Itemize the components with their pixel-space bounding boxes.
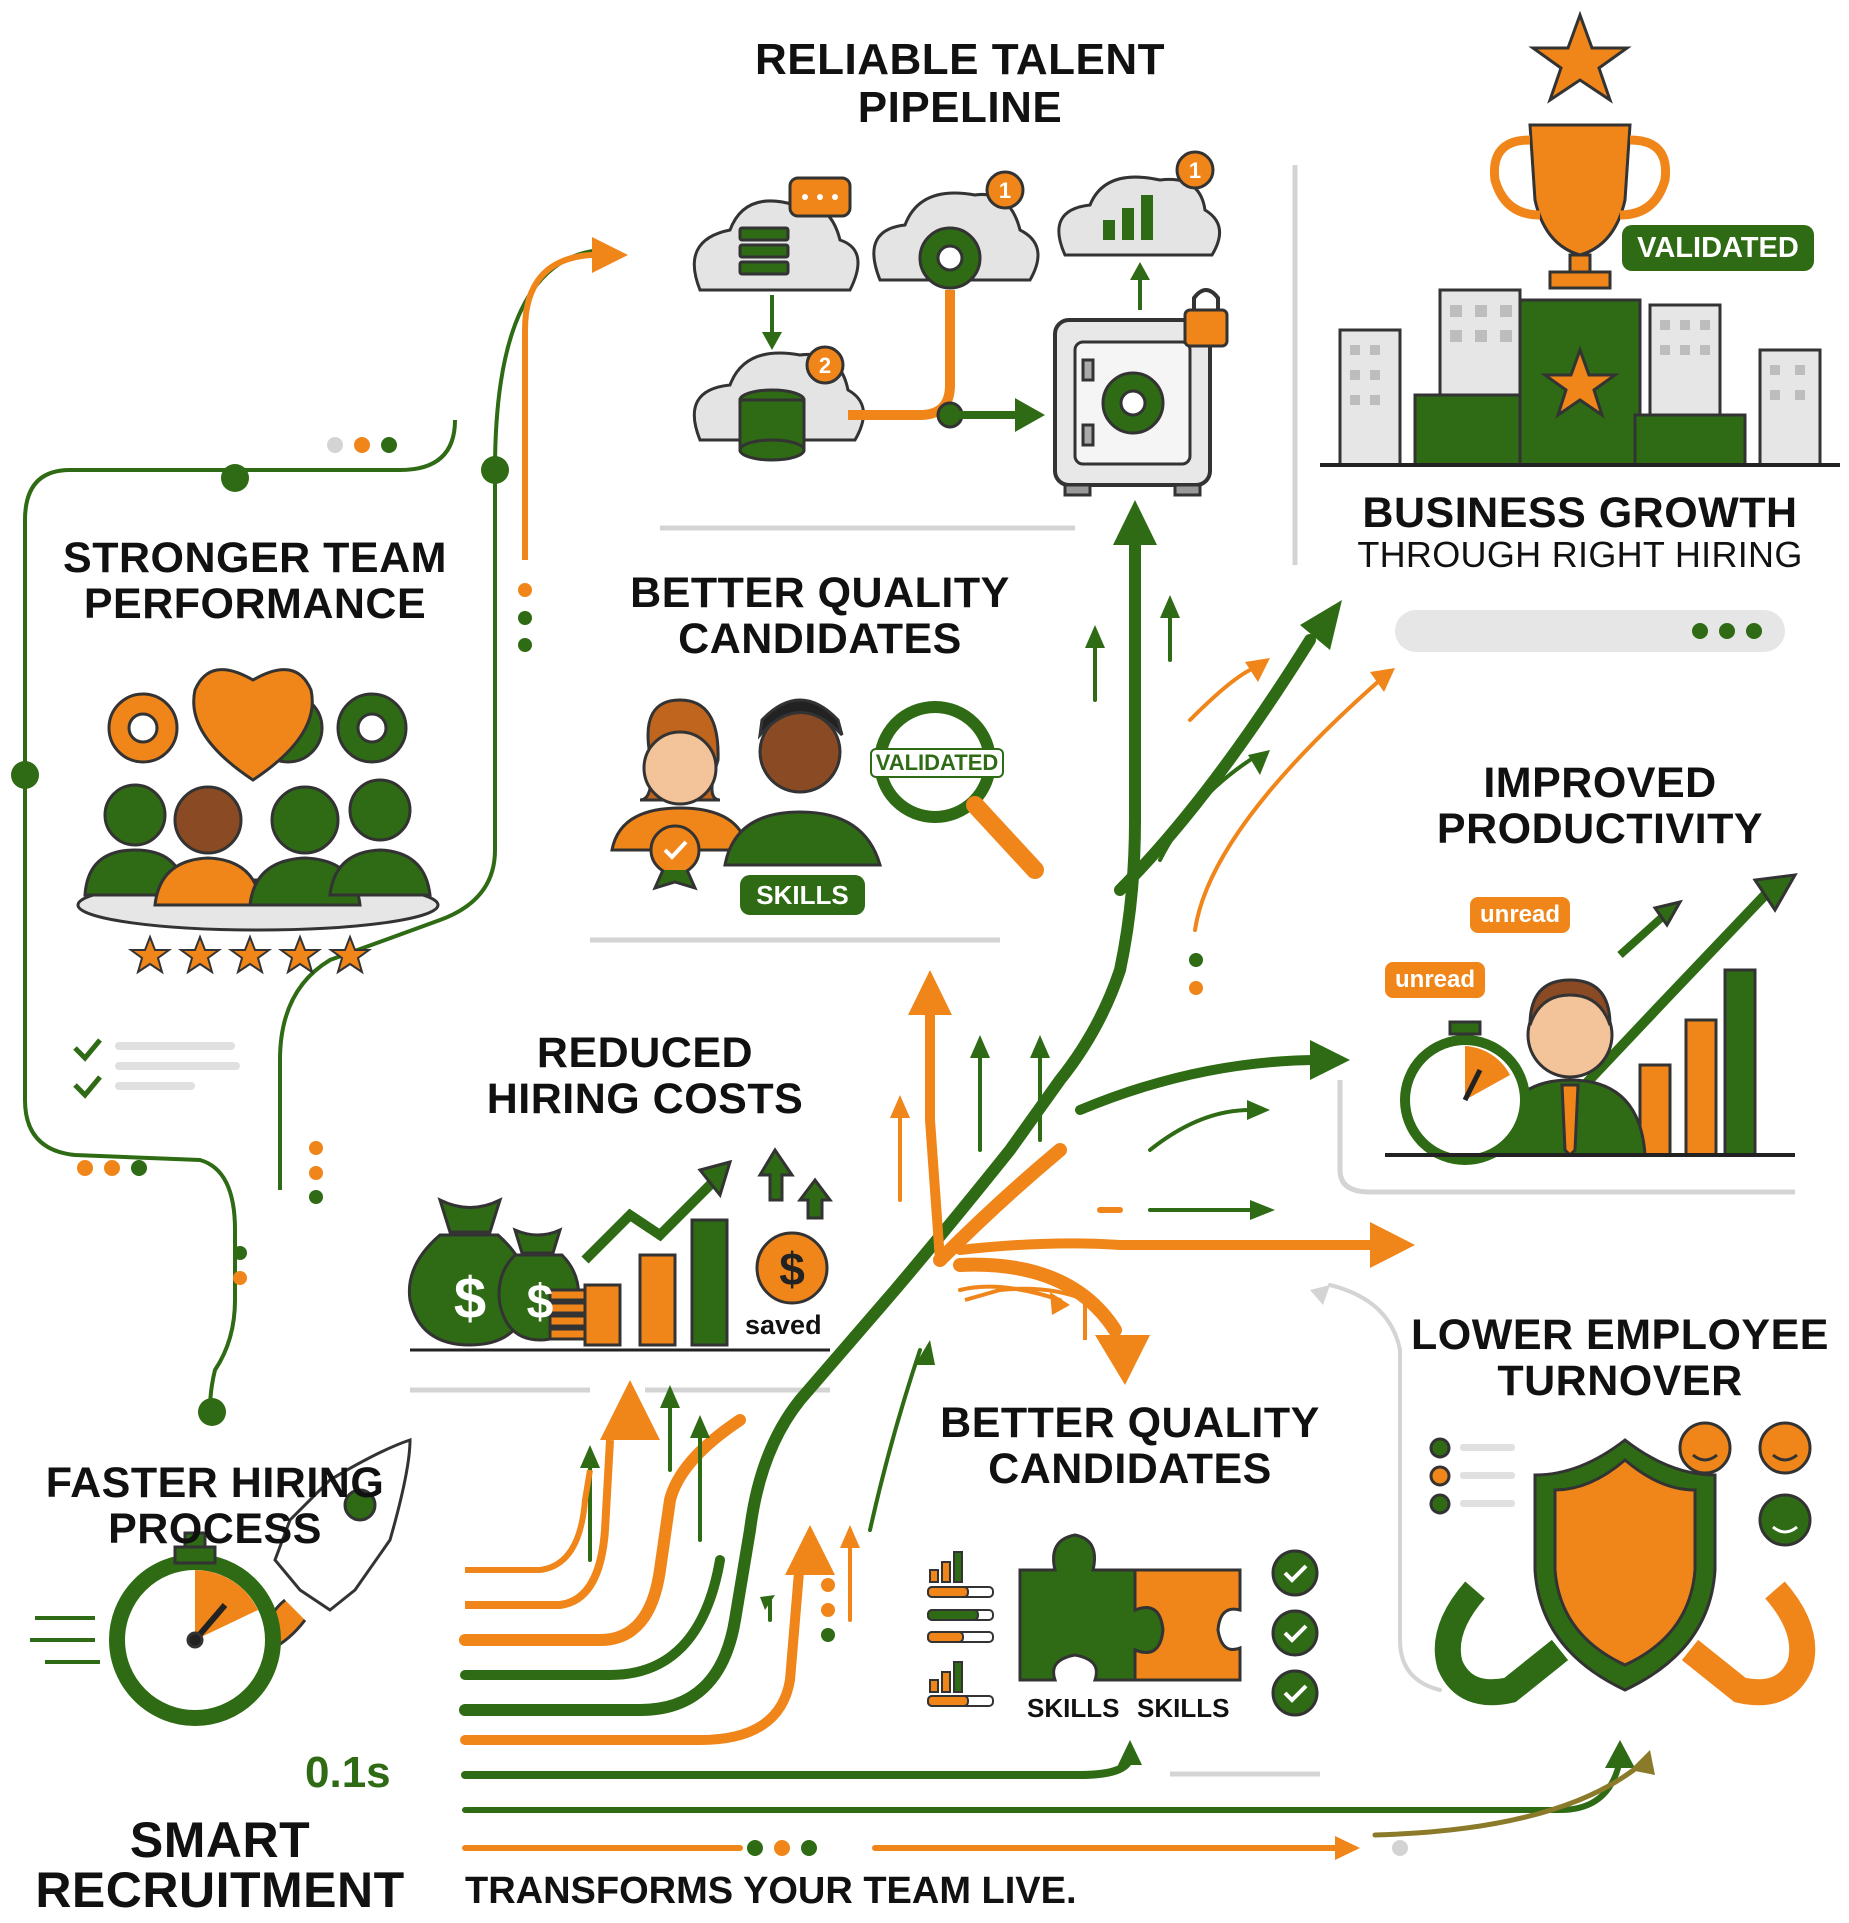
dollar-signs: $ $ $	[454, 1243, 805, 1331]
money-bags-chart-icon	[407, 1147, 833, 1352]
checklist-icon	[73, 1038, 240, 1099]
pipeline-title-line1: RELIABLE TALENT	[755, 35, 1165, 84]
productivity-title: IMPROVED PRODUCTIVITY	[1390, 760, 1810, 853]
svg-text:$: $	[779, 1243, 805, 1295]
costs-title-line2: HIRING COSTS	[486, 1075, 804, 1124]
trophy-podium-icon	[1320, 10, 1840, 652]
svg-text:$: $	[527, 1276, 554, 1329]
tagline: TRANSFORMS YOUR TEAM LIVE.	[465, 1870, 1077, 1912]
business-subtitle: THROUGH RIGHT HIRING	[1357, 534, 1803, 576]
costs-title-line1: REDUCED	[536, 1029, 754, 1077]
candidates-magnifier-icon	[610, 698, 1044, 891]
puzzle-skills-icon	[927, 1533, 1319, 1717]
quality-bottom-title: BETTER QUALITY CANDIDATES	[900, 1400, 1360, 1493]
left-flow-nodes	[11, 456, 509, 1426]
skills-left-label: SKILLS	[1027, 1693, 1120, 1723]
productivity-title-line2: PRODUCTIVITY	[1436, 805, 1764, 854]
team-title-line2: PERFORMANCE	[83, 580, 427, 629]
productivity-title-line1: IMPROVED	[1483, 759, 1717, 807]
rising-arrows	[465, 1286, 1087, 1609]
svg-text:$: $	[454, 1266, 486, 1331]
brand-line2: RECRUITMENT	[35, 1862, 405, 1918]
shield-magnet-icon	[1429, 1421, 1816, 1706]
pipeline-title-line2: PIPELINE	[857, 82, 1063, 132]
magnifier-validated-label: VALIDATED	[870, 748, 1004, 778]
time-label: 0.1s	[305, 1748, 391, 1797]
top-orange-arrow	[522, 237, 628, 560]
team-gears-heart-icon	[76, 668, 440, 932]
svg-text:2: 2	[819, 353, 831, 378]
faster-title: FASTER HIRING PROCESS	[30, 1460, 400, 1553]
brand-title: SMART RECRUITMENT	[20, 1815, 420, 1915]
svg-text:1: 1	[1189, 158, 1201, 183]
svg-text:1: 1	[999, 178, 1011, 203]
saved-label: saved	[745, 1310, 822, 1340]
quality-top-title: BETTER QUALITY CANDIDATES	[590, 570, 1050, 663]
rating-stars	[127, 934, 373, 975]
pipeline-title: RELIABLE TALENT PIPELINE	[720, 36, 1200, 131]
quality-top-title-line1: BETTER QUALITY	[630, 569, 1010, 617]
validated-tag: VALIDATED	[1622, 225, 1814, 271]
turnover-title-line2: TURNOVER	[1497, 1357, 1743, 1406]
stopwatch-growth-chart-icon	[1385, 873, 1798, 1165]
turnover-title-line1: LOWER EMPLOYEE	[1411, 1311, 1829, 1359]
divider-lines	[410, 165, 1795, 1777]
unread-bubble-1: unread	[1470, 897, 1571, 933]
faster-title-line2: PROCESS	[108, 1505, 322, 1554]
costs-title: REDUCED HIRING COSTS	[440, 1030, 850, 1123]
unread-bubble-2: unread	[1385, 962, 1486, 998]
team-title-line1: STRONGER TEAM	[63, 534, 447, 582]
quality-bottom-title-line2: CANDIDATES	[988, 1445, 1272, 1494]
stopwatch-rocket-icon	[30, 1437, 412, 1726]
pipeline-badges: 1 1 2	[819, 158, 1201, 378]
skills-tag: SKILLS	[740, 875, 865, 915]
team-title: STRONGER TEAM PERFORMANCE	[45, 535, 465, 628]
business-title: BUSINESS GROWTH THROUGH RIGHT HIRING	[1330, 490, 1830, 575]
quality-bottom-title-line1: BETTER QUALITY	[940, 1399, 1320, 1447]
business-title-main: BUSINESS GROWTH	[1362, 489, 1798, 537]
faster-title-line1: FASTER HIRING	[45, 1459, 385, 1507]
turnover-title: LOWER EMPLOYEE TURNOVER	[1400, 1312, 1840, 1405]
pipeline-icon	[692, 150, 1229, 497]
skills-right-label: SKILLS	[1137, 1693, 1230, 1723]
arrow-heads	[580, 500, 1655, 1860]
quality-top-title-line2: CANDIDATES	[678, 615, 962, 664]
brand-line1: SMART	[129, 1812, 311, 1868]
decor-dots	[77, 437, 1408, 1856]
